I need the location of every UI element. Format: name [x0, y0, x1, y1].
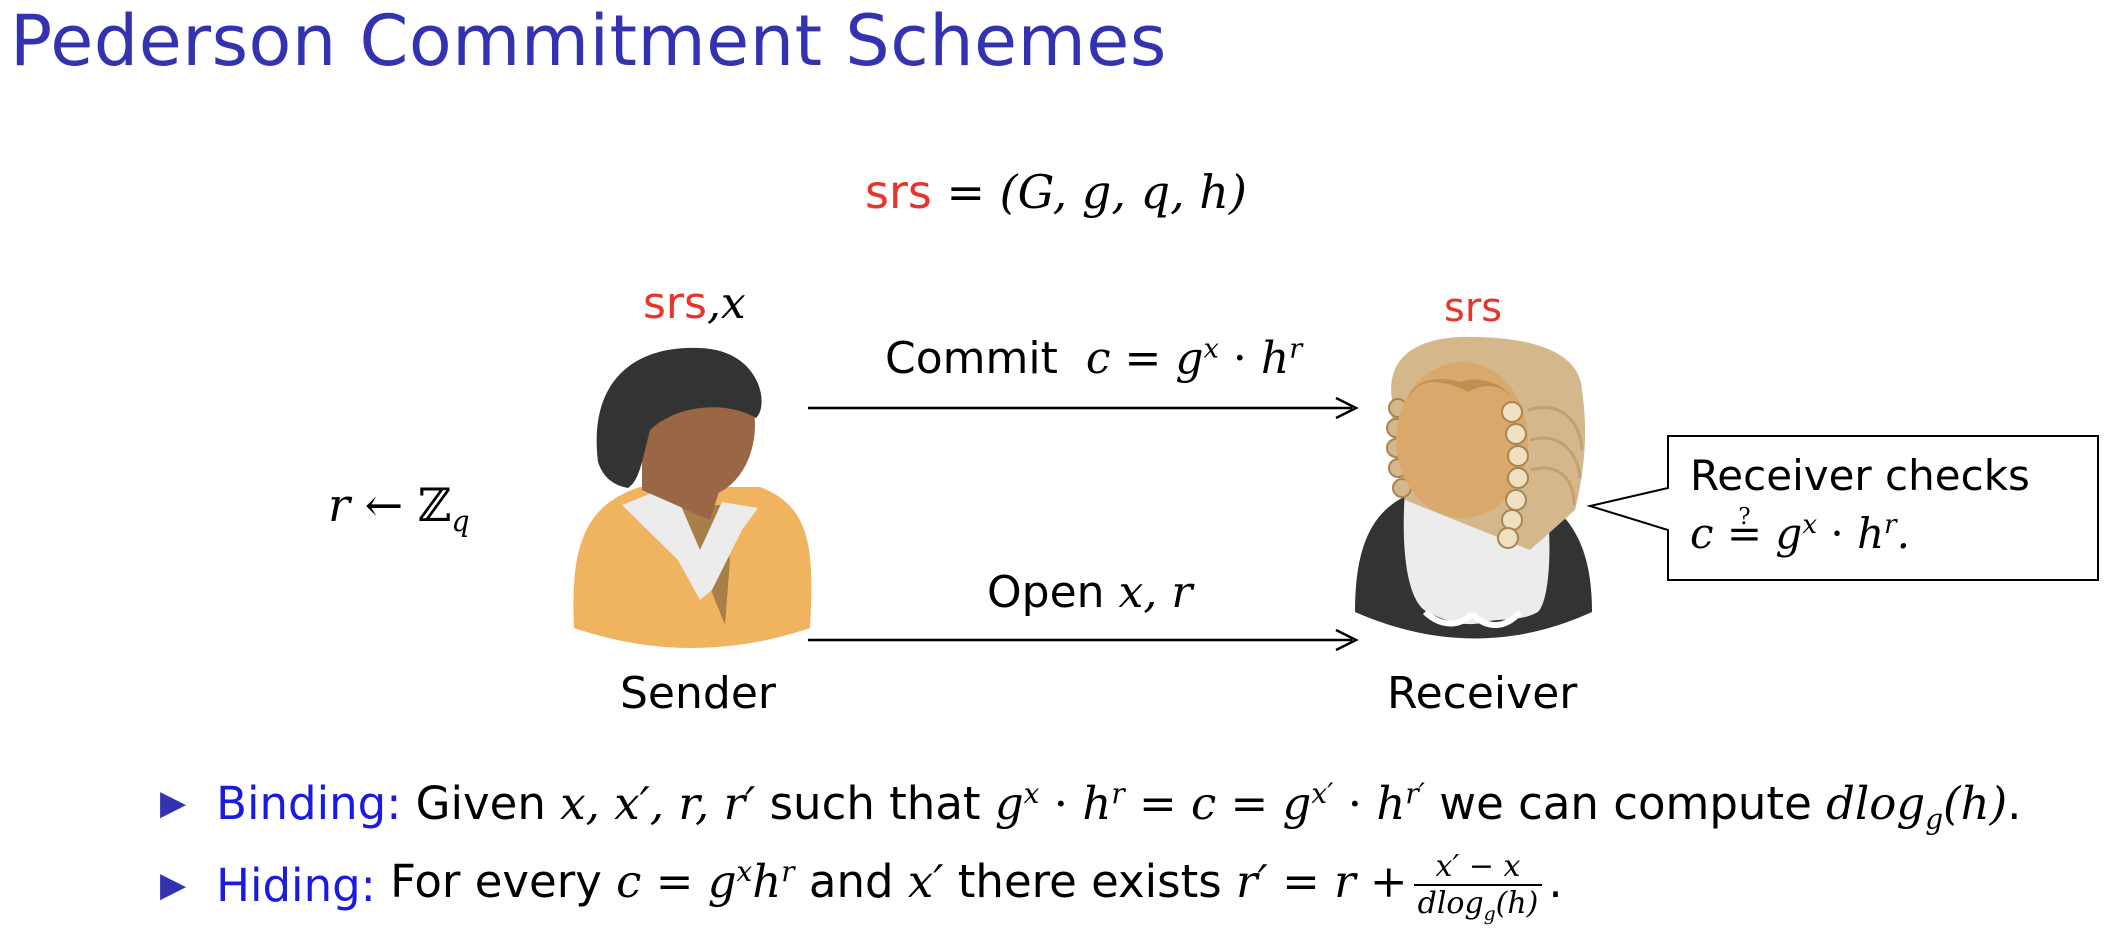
open-arrow: [808, 628, 1359, 652]
commit-message-label: Commit c = gx · hr: [885, 333, 1302, 384]
receiver-srs-label: srs: [1444, 285, 1503, 331]
list-item-hiding: ▶ Hiding: For every c = gxhr and x′ ther…: [160, 844, 2021, 926]
list-item-binding: ▶ Binding: Given x, x′, r, r′ such that …: [160, 762, 2021, 844]
open-word: Open: [987, 567, 1105, 618]
sender-secret-label: ,x: [706, 278, 746, 329]
binding-term: Binding:: [216, 776, 402, 830]
open-vars: x, r: [1118, 567, 1193, 618]
properties-list: ▶ Binding: Given x, x′, r, r′ such that …: [160, 762, 2021, 926]
commit-arrow: [808, 396, 1359, 420]
sender-srs-label: srs: [643, 278, 707, 329]
open-message-label: Open x, r: [987, 567, 1192, 618]
randomness-sampling: r ← ℤq: [328, 478, 470, 539]
receiver-check-callout: [1586, 435, 2099, 581]
srs-definition: srs = (G, g, q, h): [865, 165, 1247, 219]
hiding-text: For every c = gxhr and x′ there exists r…: [375, 849, 1563, 925]
binding-text: Given x, x′, r, r′ such that gx · hr = c…: [401, 776, 2022, 836]
check-line-1: Receiver checks: [1690, 451, 2030, 500]
receiver-name: Receiver: [1387, 668, 1578, 719]
judge-icon: [1355, 336, 1592, 639]
page-title: Pederson Commitment Schemes: [10, 0, 1167, 82]
commit-word: Commit: [885, 333, 1058, 384]
srs-tuple: = (G, g, q, h): [946, 165, 1247, 219]
sender-inputs: srs,x: [643, 278, 746, 329]
commit-formula: c = gx · hr: [1071, 333, 1303, 384]
receiver-check-text: Receiver checks c =? gx · hr.: [1690, 447, 2030, 563]
sender-name: Sender: [620, 668, 776, 719]
person-icon: [573, 347, 812, 648]
triangle-bullet-icon: ▶: [160, 865, 187, 905]
triangle-bullet-icon: ▶: [160, 783, 187, 823]
srs-label: srs: [865, 165, 932, 219]
check-equation: c =? gx · hr.: [1690, 504, 1910, 558]
hiding-term: Hiding:: [216, 858, 376, 912]
